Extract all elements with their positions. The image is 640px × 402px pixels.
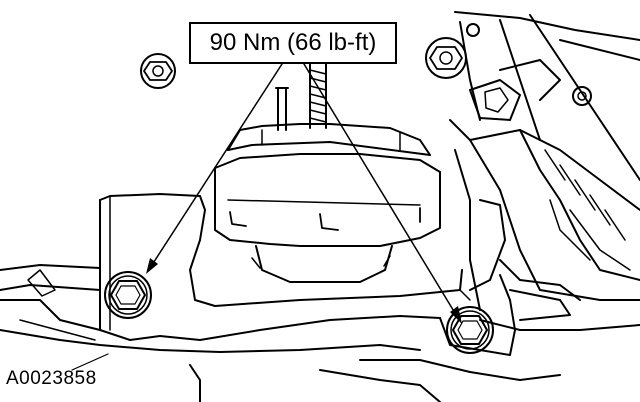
nut-upper-left [140,53,176,89]
leader-arrowheads [146,258,462,324]
mount-studs [275,61,327,131]
bolt-left [104,271,152,319]
mount-body [214,123,441,283]
figure-id-label: A0023858 [6,368,97,389]
frame-rail [0,264,561,402]
torque-callout-label: 90 Nm (66 lb-ft) [209,29,377,56]
figure-id-leader [71,353,109,371]
torque-callout-box: 90 Nm (66 lb-ft) [189,22,397,64]
torque-leader-lines [149,63,459,319]
mount-bracket [99,193,516,356]
nut-upper-right [425,37,467,79]
bolt-right [446,306,494,354]
engine-structure [449,11,640,331]
